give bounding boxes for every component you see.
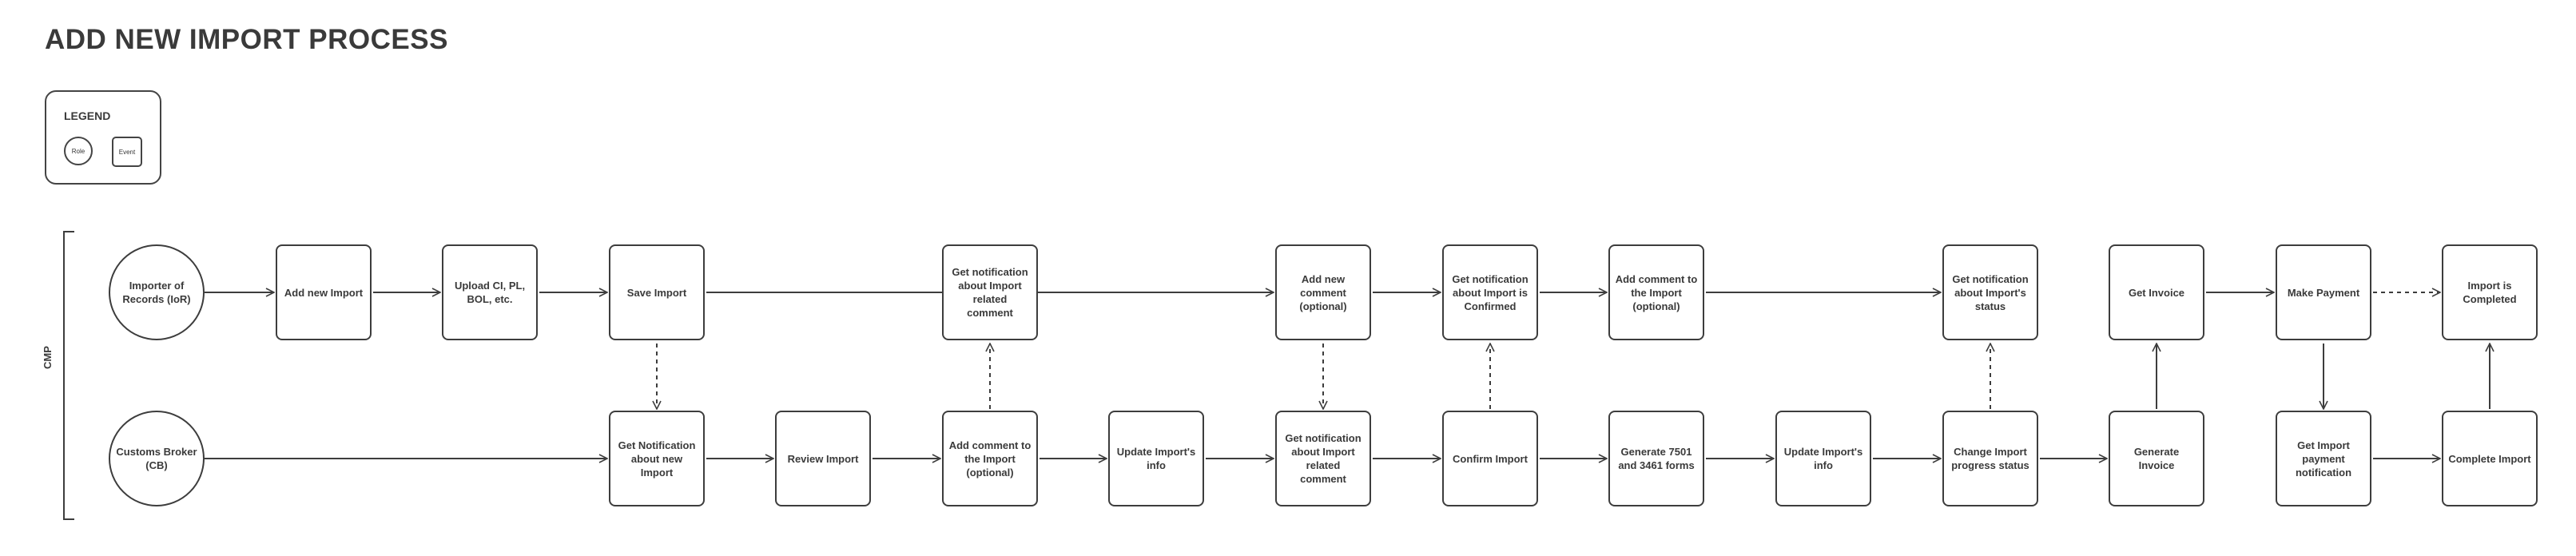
event-add-new-import: Add new Import xyxy=(276,244,372,340)
event-complete-import: Complete Import xyxy=(2442,411,2538,506)
event-change-status: Change Import progress status xyxy=(1942,411,2038,506)
cmp-bracket xyxy=(63,231,74,520)
role-importer-of-records: Importer of Records (IoR) xyxy=(109,244,205,340)
event-review-import: Review Import xyxy=(775,411,871,506)
event-add-comment-top: Add comment to the Import (optional) xyxy=(1608,244,1704,340)
event-add-comment-bottom: Add comment to the Import (optional) xyxy=(942,411,1038,506)
event-get-invoice: Get Invoice xyxy=(2109,244,2204,340)
legend-title: LEGEND xyxy=(64,109,111,122)
event-upload-docs: Upload CI, PL, BOL, etc. xyxy=(442,244,538,340)
event-confirm-import: Confirm Import xyxy=(1442,411,1538,506)
role-customs-broker: Customs Broker (CB) xyxy=(109,411,205,506)
event-get-payment-notif: Get Import payment notification xyxy=(2276,411,2371,506)
event-add-new-comment: Add new comment (optional) xyxy=(1275,244,1371,340)
event-get-notif-confirmed: Get notification about Import is Confirm… xyxy=(1442,244,1538,340)
event-generate-invoice: Generate Invoice xyxy=(2109,411,2204,506)
legend: LEGEND Role Event xyxy=(45,90,161,185)
page-title: ADD NEW IMPORT PROCESS xyxy=(45,24,448,55)
event-update-info-2: Update Import's info xyxy=(1775,411,1871,506)
event-get-notif-comment-top: Get notification about Import related co… xyxy=(942,244,1038,340)
legend-role-sample: Role xyxy=(64,137,93,165)
event-make-payment: Make Payment xyxy=(2276,244,2371,340)
cmp-group-label: CMP xyxy=(42,346,54,369)
legend-event-sample: Event xyxy=(112,137,142,167)
event-get-notif-status: Get notification about Import's status xyxy=(1942,244,2038,340)
event-import-completed: Import is Completed xyxy=(2442,244,2538,340)
event-get-notif-new-import: Get Notification about new Import xyxy=(609,411,705,506)
event-update-info-1: Update Import's info xyxy=(1108,411,1204,506)
event-get-notif-comment-bottom: Get notification about Import related co… xyxy=(1275,411,1371,506)
event-save-import: Save Import xyxy=(609,244,705,340)
event-generate-forms: Generate 7501 and 3461 forms xyxy=(1608,411,1704,506)
